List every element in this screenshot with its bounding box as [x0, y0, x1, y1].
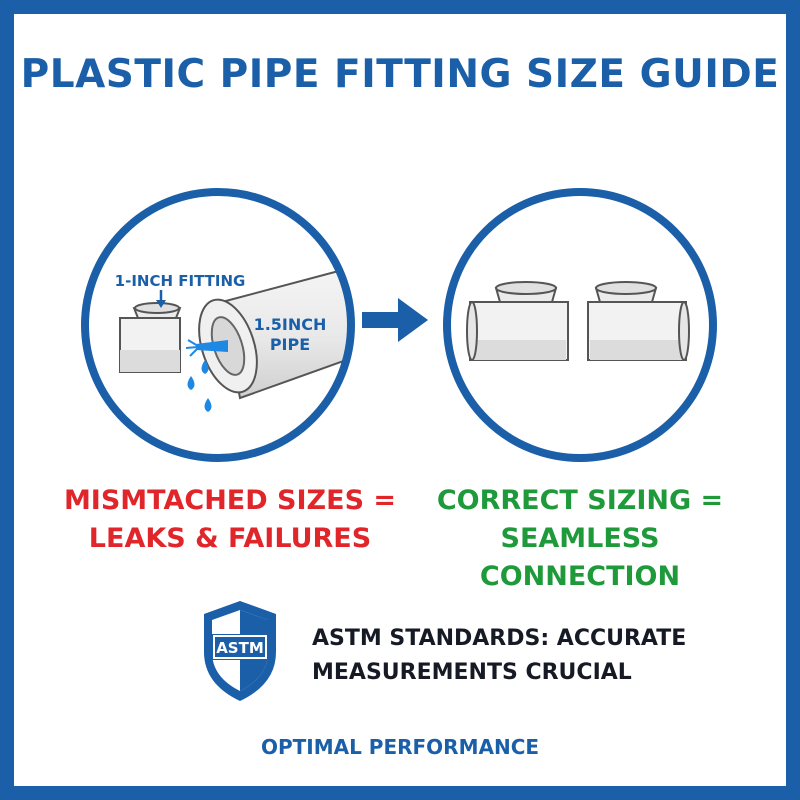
- badge-text: ASTM: [216, 639, 264, 657]
- standards-line2: MEASUREMENTS CRUCIAL: [312, 660, 632, 685]
- shield-badge-icon: ASTM: [204, 601, 276, 701]
- mismatch-caption-line1: MISMTACHED SIZES =: [63, 485, 397, 516]
- correct-caption: CORRECT SIZING = SEAMLESS CONNECTION: [400, 482, 760, 596]
- correct-caption-line1: CORRECT SIZING =: [436, 485, 724, 516]
- mismatch-illustration: 1-INCH FITTING 1.5INCH PIPE: [81, 188, 355, 462]
- water-spray: [185, 339, 228, 357]
- correct-illustration: [443, 188, 717, 462]
- matched-fitting-right: [587, 281, 690, 361]
- small-fitting: [119, 302, 182, 373]
- mismatch-caption-line2: LEAKS & FAILURES: [88, 523, 372, 554]
- water-drop-icon: [187, 360, 212, 412]
- label-pointer-icon: [156, 290, 166, 308]
- footer-text: OPTIMAL PERFORMANCE: [260, 735, 540, 759]
- fitting-label: 1-INCH FITTING: [115, 272, 246, 290]
- right-circle: [443, 188, 717, 462]
- page-title: PLASTIC PIPE FITTING SIZE GUIDE: [20, 52, 780, 97]
- correct-caption-line2: SEAMLESS CONNECTION: [479, 523, 681, 592]
- matched-fitting-left: [466, 281, 569, 361]
- arrow-right-icon: [362, 298, 428, 342]
- pipe-label-line2: PIPE: [270, 335, 310, 354]
- pipe-label-line1: 1.5INCH: [254, 315, 327, 334]
- mismatch-caption: MISMTACHED SIZES = LEAKS & FAILURES: [60, 482, 400, 558]
- left-circle: [81, 188, 355, 462]
- standards-note: ASTM STANDARDS: ACCURATE MEASUREMENTS CR…: [312, 622, 732, 690]
- standards-line1: ASTM STANDARDS: ACCURATE: [312, 626, 687, 651]
